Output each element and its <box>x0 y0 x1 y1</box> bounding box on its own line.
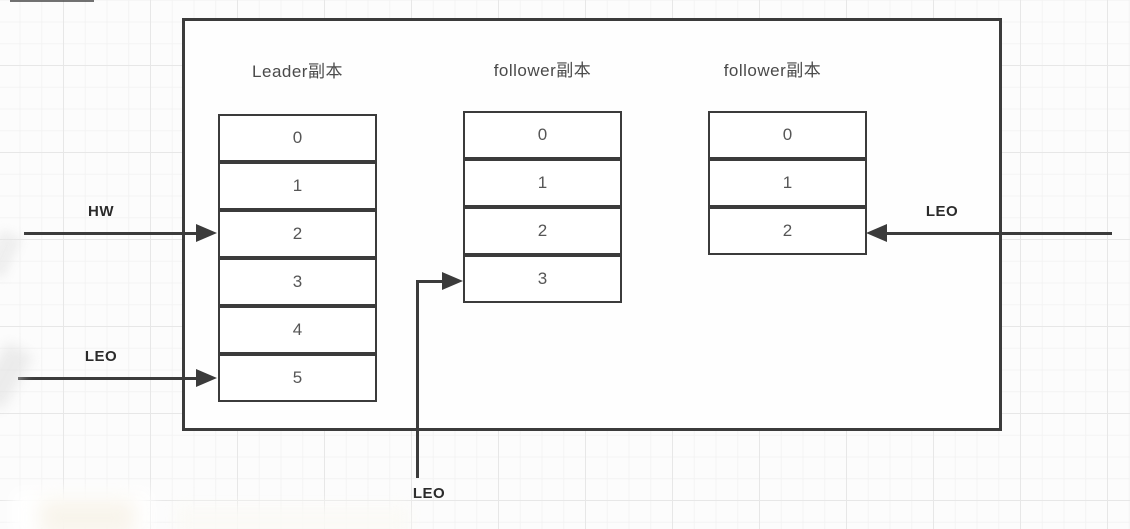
leo-bottom-arrow-vertical-shaft <box>416 280 419 478</box>
screen-edge-artifact <box>10 0 94 2</box>
hw-arrow-shaft <box>24 232 197 235</box>
leo-left-marker-label: LEO <box>84 348 118 365</box>
paper-smudge <box>0 341 34 411</box>
leader-replica-log: 0 1 2 3 4 5 <box>218 114 377 402</box>
paper-smudge <box>175 505 410 529</box>
paper-smudge <box>12 490 152 529</box>
follower-replica-1-log: 0 1 2 3 <box>463 111 622 303</box>
log-cell: 0 <box>218 114 377 162</box>
log-cell: 1 <box>708 159 867 207</box>
paper-smudge <box>0 229 23 279</box>
log-cell: 2 <box>463 207 622 255</box>
log-cell: 2 <box>708 207 867 255</box>
hw-arrowhead-right-icon <box>196 224 217 242</box>
log-cell: 5 <box>218 354 377 402</box>
hw-marker-label: HW <box>88 203 114 220</box>
log-cell: 3 <box>218 258 377 306</box>
leo-bottom-arrow-horizontal-shaft <box>416 280 444 283</box>
log-cell: 1 <box>463 159 622 207</box>
log-cell: 0 <box>708 111 867 159</box>
leo-right-arrow-shaft <box>886 232 1112 235</box>
leo-right-arrowhead-left-icon <box>866 224 887 242</box>
log-cell: 3 <box>463 255 622 303</box>
leo-right-marker-label: LEO <box>925 203 959 220</box>
log-cell: 1 <box>218 162 377 210</box>
log-cell: 4 <box>218 306 377 354</box>
leo-bottom-marker-label: LEO <box>412 485 446 502</box>
log-cell: 2 <box>218 210 377 258</box>
log-cell: 0 <box>463 111 622 159</box>
follower-replica-1-title: follower副本 <box>493 61 592 80</box>
follower-replica-2-log: 0 1 2 <box>708 111 867 255</box>
paper-smudge <box>40 500 135 529</box>
leo-left-arrowhead-right-icon <box>196 369 217 387</box>
leader-replica-title: Leader副本 <box>252 62 343 81</box>
leo-left-arrow-shaft <box>18 377 197 380</box>
leo-bottom-arrowhead-right-icon <box>442 272 463 290</box>
follower-replica-2-title: follower副本 <box>723 61 822 80</box>
